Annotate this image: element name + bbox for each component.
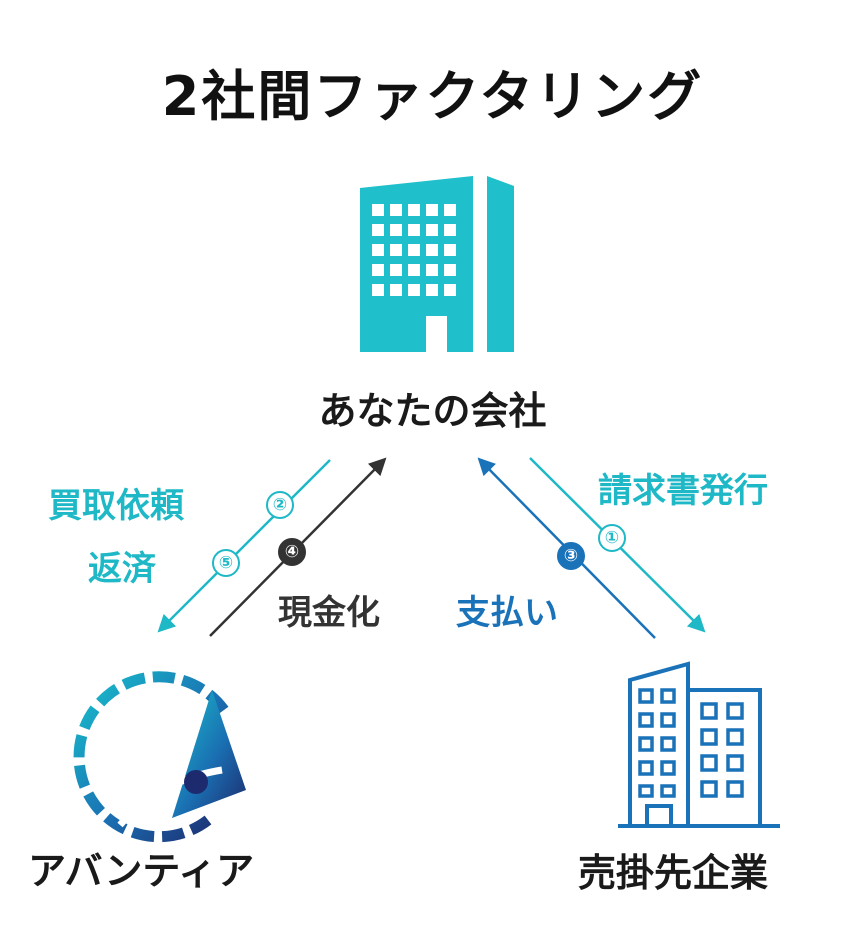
diagram-title: 2社間ファクタリング	[161, 65, 704, 128]
step-number-3: ③	[557, 542, 585, 570]
step-number-5: ⑤	[212, 549, 240, 577]
office-buildings-outline-icon	[618, 661, 780, 828]
step-number-4: ④	[278, 538, 306, 566]
step-number-1: ①	[598, 524, 626, 552]
flow-label-step4: 現金化	[278, 593, 380, 633]
flow-label-step5: 返済	[88, 549, 156, 589]
flow-label-step2: 買取依頼	[48, 486, 184, 526]
node-label-avantia: アバンティア	[28, 849, 255, 893]
node-label-your-company: あなたの会社	[318, 389, 547, 433]
flow-label-step1: 請求書発行	[598, 471, 768, 511]
office-building-icon	[360, 176, 514, 352]
flow-label-step3: 支払い	[456, 593, 558, 633]
arrow-step2-request	[157, 459, 331, 633]
avantia-logo-icon	[73, 671, 246, 843]
step-number-2: ②	[266, 491, 294, 519]
node-label-customer: 売掛先企業	[578, 851, 769, 895]
